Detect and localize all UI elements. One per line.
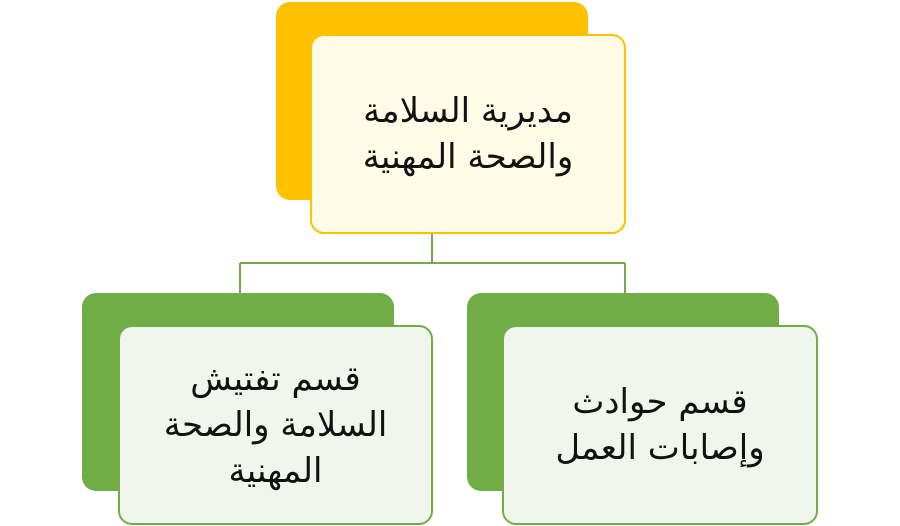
root-node-label: مديرية السلامة والصحة المهنية bbox=[362, 91, 574, 177]
left-node-label: قسم تفتيش السلامة والصحة المهنية bbox=[163, 359, 388, 491]
right-node[interactable]: قسم حوادث وإصابات العمل bbox=[502, 325, 818, 525]
root-node[interactable]: مديرية السلامة والصحة المهنية bbox=[310, 34, 626, 234]
left-node[interactable]: قسم تفتيش السلامة والصحة المهنية bbox=[118, 325, 433, 525]
right-node-label: قسم حوادث وإصابات العمل bbox=[555, 382, 765, 468]
